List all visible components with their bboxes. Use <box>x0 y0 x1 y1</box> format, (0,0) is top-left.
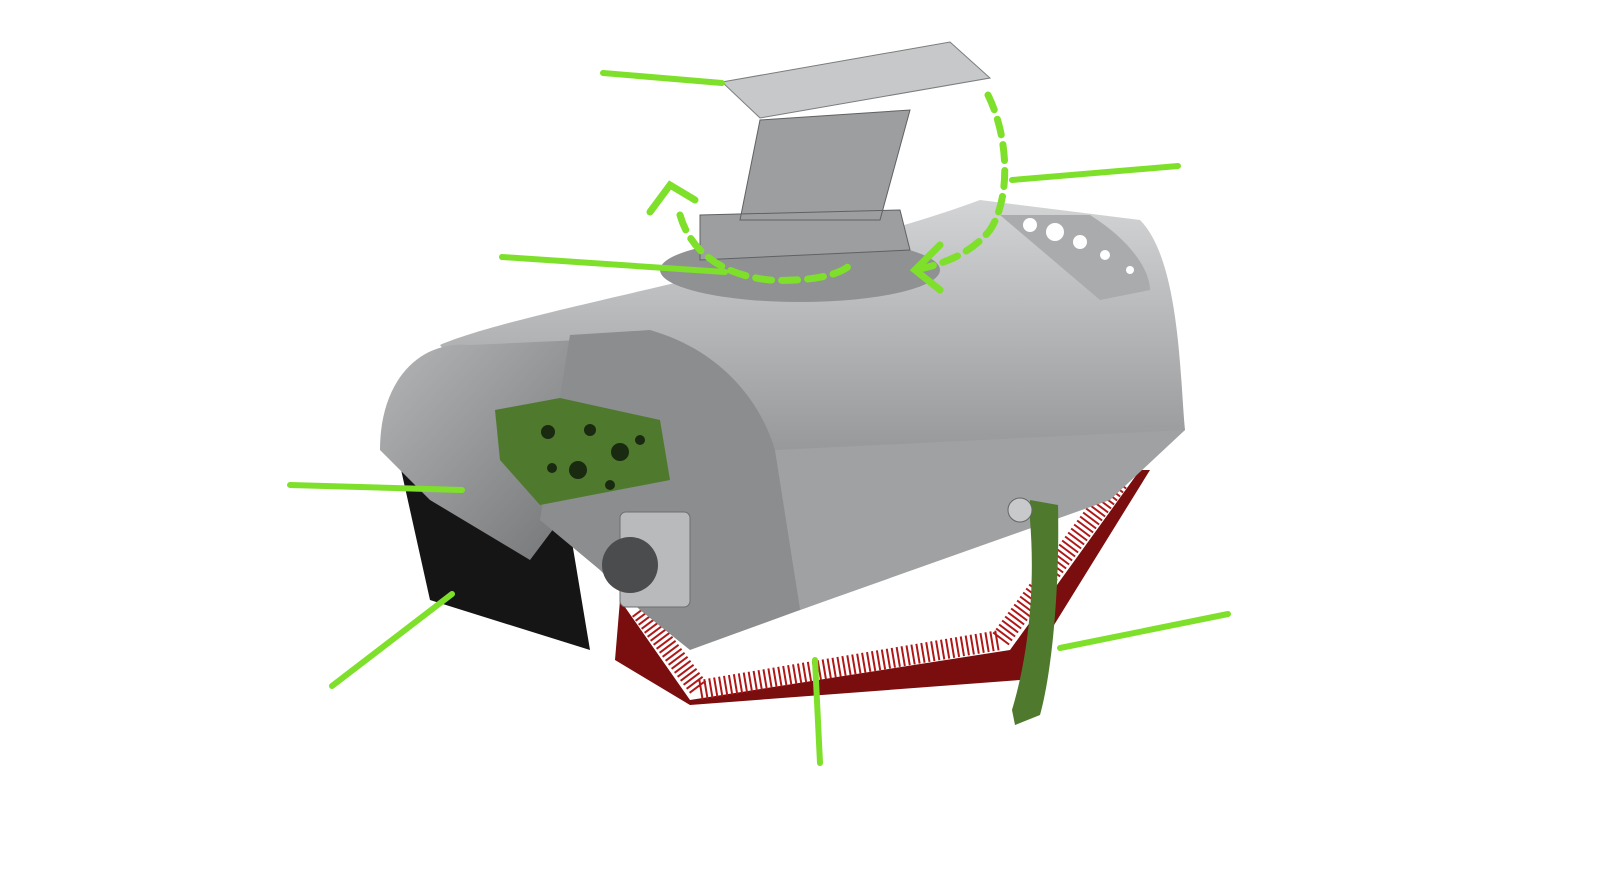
callout-top-right <box>1009 163 1181 183</box>
skid-arm <box>1012 500 1059 725</box>
green-side-bracket <box>495 398 670 505</box>
scissor-mount <box>699 109 911 261</box>
callout-end-panel <box>329 591 455 689</box>
bracket-holes <box>541 424 645 490</box>
callout-mount-plate <box>600 70 725 86</box>
left-end-shell <box>380 340 580 560</box>
callout-skid-arm <box>1057 611 1231 651</box>
rotation-arrow-icon <box>646 91 1009 294</box>
right-ear-plate <box>1000 215 1150 300</box>
callout-side-bracket <box>287 482 465 493</box>
callout-lines <box>287 70 1231 766</box>
brush-bristles <box>615 470 1150 705</box>
top-mount-plate <box>720 41 992 119</box>
callout-swivel <box>499 254 728 275</box>
callout-brush <box>812 657 823 766</box>
ear-holes <box>1023 218 1134 274</box>
